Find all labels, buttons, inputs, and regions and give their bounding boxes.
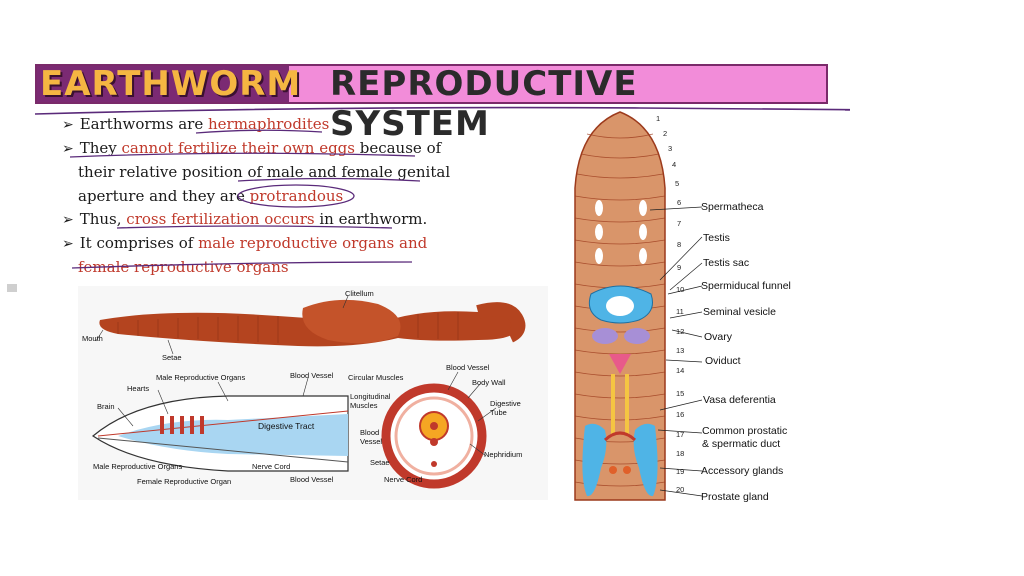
segment-number-5: 5 (675, 179, 680, 188)
segment-number-18: 18 (676, 449, 685, 458)
segment-number-1: 1 (656, 114, 661, 123)
label-spermatic-duct: & spermatic duct (702, 438, 781, 450)
segment-number-2: 2 (663, 129, 668, 138)
label-nerve-cord: Nerve Cord (252, 462, 291, 471)
segment-number-16: 16 (676, 410, 685, 419)
title-reproductive-system: REPRODUCTIVE SYSTEM (330, 64, 638, 144)
label-female-reproductive-organ: Female Reproductive Organ (137, 477, 232, 486)
segment-number-13: 13 (676, 346, 685, 355)
segment-number-17: 17 (676, 430, 685, 439)
label-male-reproductive-organs-top: Male Reproductive Organs (156, 373, 246, 382)
segment-number-6: 6 (677, 198, 682, 207)
label-spermiducal-funnel: Spermiducal funnel (701, 280, 791, 292)
label-body-wall: Body Wall (472, 378, 506, 387)
segment-number-7: 7 (677, 219, 682, 228)
bullet-2-line-2: their relative position of male and fema… (78, 163, 451, 181)
bullet-4-line-2: female reproductive organs (78, 258, 289, 276)
label-blood-vessel-cs: Blood Vessel (446, 363, 490, 372)
label-nephridium: Nephridium (484, 450, 523, 459)
label-brain: Brain (97, 402, 115, 411)
segment-number-15: 15 (676, 389, 685, 398)
segment-number-11: 11 (676, 307, 684, 316)
bullet-2-line-3: aperture and they are protrandous (78, 187, 344, 205)
label-digestive-tube: Digestive Tube (490, 399, 521, 417)
label-vasa-deferentia: Vasa deferentia (703, 394, 776, 406)
label-common-prostatic: Common prostatic (702, 425, 788, 437)
bullet-2: ➢They cannot fertilize their own eggs be… (62, 139, 442, 157)
label-mouth: Mouth (82, 334, 103, 343)
title-banner-left-block (37, 66, 289, 102)
label-nerve-cord-cs: Nerve Cord (384, 475, 423, 484)
bullet-3: ➢Thus, cross fertilization occurs in ear… (62, 210, 428, 228)
label-testis: Testis (703, 232, 730, 244)
label-digestive-tract: Digestive Tract (258, 421, 315, 431)
bullet-1: ➢Earthworms are hermaphrodites (62, 115, 330, 133)
segment-number-14: 14 (676, 366, 685, 375)
label-hearts: Hearts (127, 384, 150, 393)
right-leader-lines (649, 206, 703, 497)
label-blood-vessel-top: Blood Vessel (290, 371, 334, 380)
label-spermatheca: Spermatheca (701, 201, 764, 213)
segment-number-20: 20 (676, 485, 685, 494)
segment-number-8: 8 (677, 240, 682, 249)
label-setae-cs: Setae (370, 458, 390, 467)
segment-number-10: 10 (676, 285, 685, 294)
annotation-strokes (69, 129, 421, 269)
label-ovary: Ovary (704, 331, 733, 343)
side-marker (7, 284, 17, 292)
reproductive-system-diagram (574, 111, 666, 501)
label-accessory-glands: Accessory glands (701, 465, 784, 477)
segment-number-12: 12 (676, 327, 685, 336)
title-underline (34, 106, 850, 115)
segment-number-4: 4 (672, 160, 677, 169)
label-blood-vessel-bottom: Blood Vessel (290, 475, 334, 484)
label-setae: Setae (162, 353, 182, 362)
label-circular-muscles: Circular Muscles (348, 373, 404, 382)
earthworm-anatomy-diagram (78, 286, 548, 500)
label-clitellum: Clitellum (345, 289, 374, 298)
label-seminal-vesicle: Seminal vesicle (703, 306, 776, 318)
label-oviduct: Oviduct (705, 355, 741, 367)
label-blood-vessel-cs-2: Blood Vessel (360, 428, 383, 446)
segment-number-9: 9 (677, 263, 682, 272)
label-prostate-gland: Prostate gland (701, 491, 769, 503)
segment-number-19: 19 (676, 467, 685, 476)
bullet-4: ➢It comprises of male reproductive organ… (62, 234, 428, 252)
label-testis-sac: Testis sac (703, 257, 750, 269)
segment-number-3: 3 (668, 144, 673, 153)
title-earthworm: EARTHWORM (40, 64, 302, 104)
label-longitudinal-muscles: Longitudinal Muscles (350, 392, 391, 410)
label-male-reproductive-organs-bottom: Male Reproductive Organs (93, 462, 183, 471)
